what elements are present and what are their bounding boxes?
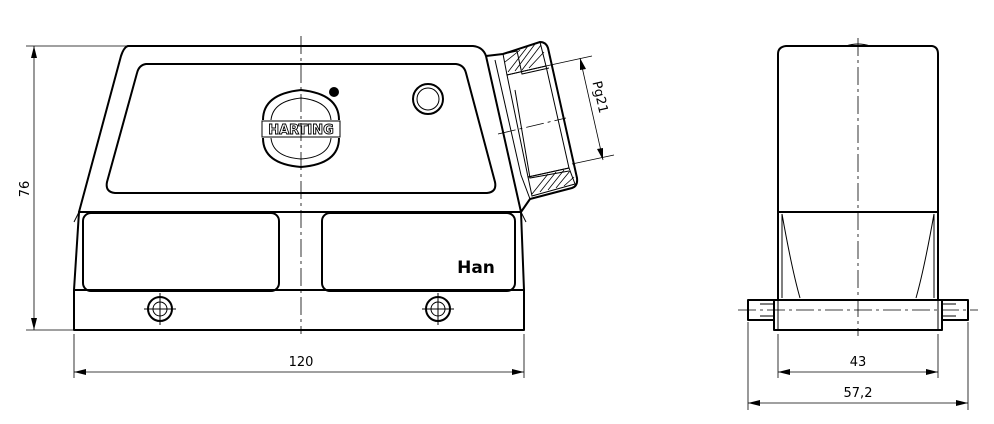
thread-axis <box>497 117 567 135</box>
vent-plug-inner <box>416 87 440 111</box>
screw-left <box>144 293 176 325</box>
cable-entry-body-line <box>494 59 531 200</box>
vent-plug-outer <box>412 83 444 115</box>
side-taper-left <box>781 213 801 299</box>
side-view <box>738 38 978 336</box>
cable-entry-face <box>502 50 550 75</box>
screw-right <box>422 293 454 325</box>
cable-entry-face-lower <box>514 89 570 179</box>
dim-side-outer-label: 57,2 <box>844 386 873 401</box>
han-label: Han <box>457 258 495 278</box>
side-taper-right <box>915 213 935 299</box>
base-recess-left <box>82 212 280 292</box>
cable-entry-boss <box>485 41 579 213</box>
base-recess-right <box>321 212 516 292</box>
hood-inner-panel <box>105 63 497 194</box>
side-lug-right <box>942 299 969 321</box>
dim-height-label: 76 <box>18 181 33 198</box>
base-chamfer-left <box>73 211 80 223</box>
dim-width-label: 120 <box>289 355 314 370</box>
base-chamfer-right <box>520 211 527 223</box>
dim-side-inner-label: 43 <box>850 355 867 370</box>
side-dimensions: 43 57,2 <box>747 322 969 410</box>
front-view: HARTING Han <box>73 36 579 334</box>
cable-entry-bore <box>506 65 570 178</box>
front-dimensions: 76 120 Pg21 <box>18 45 615 378</box>
dim-thread-label: Pg21 <box>588 80 610 115</box>
